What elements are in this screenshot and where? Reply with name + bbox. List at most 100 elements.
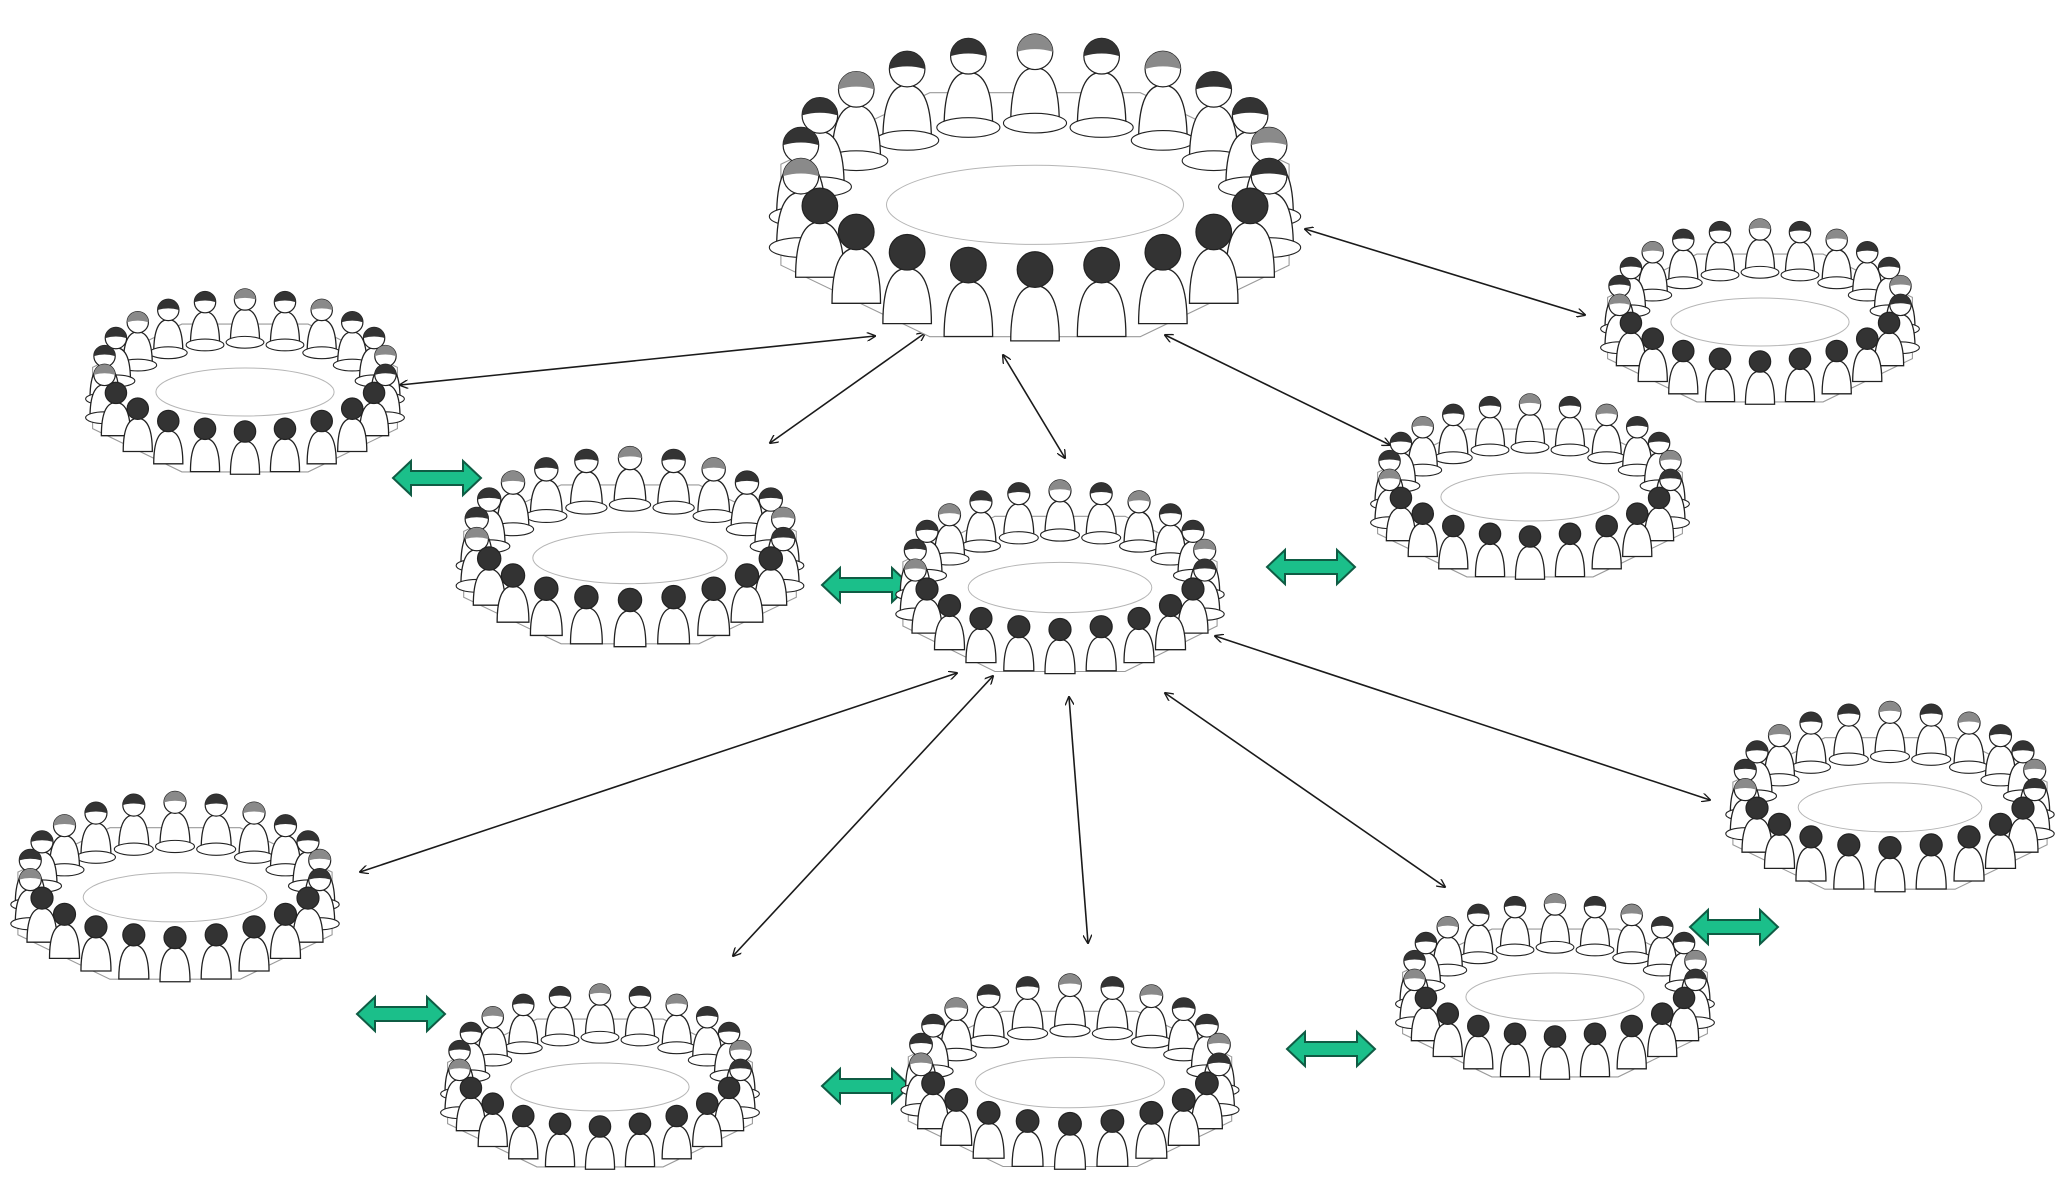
seated-person xyxy=(1500,1023,1529,1076)
seated-person xyxy=(123,398,152,451)
seated-person xyxy=(1475,523,1504,576)
seated-person xyxy=(609,446,650,511)
seated-person xyxy=(1834,834,1864,889)
arrow-center-to-bottom-left xyxy=(733,676,993,956)
seated-person xyxy=(1985,813,2015,868)
seated-person xyxy=(186,291,224,350)
seated-person xyxy=(478,1093,507,1146)
seated-person xyxy=(1136,1101,1167,1158)
seated-person xyxy=(571,585,603,643)
seated-person xyxy=(1471,396,1509,455)
arrow-center-to-left-lower xyxy=(360,673,957,872)
seated-person xyxy=(197,794,236,855)
seated-person xyxy=(1853,328,1882,381)
seated-person xyxy=(662,1105,691,1158)
seated-person xyxy=(1623,503,1652,556)
arrow-center-to-bottom-right xyxy=(1165,693,1445,887)
seated-person xyxy=(154,410,183,463)
group-circle-mid-right xyxy=(1371,394,1690,579)
seated-person xyxy=(585,1116,614,1169)
seated-person xyxy=(1741,219,1779,278)
seated-person xyxy=(1086,616,1116,671)
seated-person xyxy=(190,418,219,471)
green-double-arrow-bottom-right-to-right-lower xyxy=(1690,910,1778,944)
seated-person xyxy=(1189,214,1238,303)
seated-person xyxy=(1124,607,1154,662)
group-circle-mid-left xyxy=(456,446,804,646)
group-circle-center xyxy=(896,480,1224,674)
green-double-arrow-bottom-center-to-bottom-right xyxy=(1287,1032,1375,1066)
seated-person xyxy=(973,1101,1004,1158)
seated-person xyxy=(581,984,619,1043)
seated-person xyxy=(530,577,562,635)
seated-person xyxy=(999,483,1038,544)
seated-person xyxy=(1705,348,1734,401)
arrow-center-to-bottom-center xyxy=(1069,697,1088,943)
seated-person xyxy=(1070,38,1133,137)
seated-person xyxy=(941,1089,972,1146)
seated-person xyxy=(497,564,529,622)
seated-person xyxy=(1077,247,1126,336)
seated-person xyxy=(270,903,300,958)
seated-person xyxy=(1408,503,1437,556)
group-circle-bottom-center xyxy=(901,974,1239,1169)
seated-person xyxy=(1004,616,1034,671)
seated-person xyxy=(658,585,690,643)
seated-person xyxy=(1576,896,1614,955)
seated-person xyxy=(1745,351,1774,404)
arrow-top-to-mid-right xyxy=(1165,335,1390,445)
seated-person xyxy=(226,289,264,348)
seated-person xyxy=(1669,340,1698,393)
seated-person xyxy=(693,1093,722,1146)
group-circle-left-upper xyxy=(86,289,405,474)
seated-person xyxy=(1050,974,1090,1037)
seated-person xyxy=(625,1113,654,1166)
seated-person xyxy=(1916,834,1946,889)
seated-person xyxy=(1648,1003,1677,1056)
seated-person xyxy=(1875,837,1905,892)
seated-person xyxy=(1912,704,1951,765)
seated-person xyxy=(1082,483,1121,544)
arrow-top-to-left-upper xyxy=(400,336,875,385)
seated-person xyxy=(1822,340,1851,393)
seated-person xyxy=(307,410,336,463)
seated-person xyxy=(509,1105,538,1158)
seated-person xyxy=(114,794,153,855)
seated-person xyxy=(270,418,299,471)
seated-person xyxy=(1012,1110,1043,1167)
seated-person xyxy=(1871,701,1910,762)
seated-person xyxy=(1168,1089,1199,1146)
group-circle-bottom-right xyxy=(1396,894,1715,1079)
group-circle-right-upper xyxy=(1601,219,1920,404)
seated-person xyxy=(1139,234,1188,323)
seated-person xyxy=(1008,977,1048,1040)
green-double-arrow-left-upper-to-mid-left xyxy=(393,461,481,495)
seated-person xyxy=(832,214,881,303)
seated-person xyxy=(1041,480,1080,541)
seated-person xyxy=(239,916,269,971)
seated-person xyxy=(698,577,730,635)
seated-person xyxy=(1464,1015,1493,1068)
seated-person xyxy=(621,986,659,1045)
green-double-arrow-center-to-mid-right xyxy=(1267,550,1355,584)
seated-person xyxy=(1515,526,1544,579)
seated-person xyxy=(1011,252,1060,341)
green-double-arrow-left-lower-to-bottom-left xyxy=(357,997,445,1031)
seated-person xyxy=(1829,704,1868,765)
seated-person xyxy=(541,986,579,1045)
seated-person xyxy=(1496,896,1534,955)
seated-person xyxy=(1155,595,1185,650)
seated-person xyxy=(1785,348,1814,401)
seated-person xyxy=(1439,515,1468,568)
seated-person xyxy=(566,449,607,514)
seated-person xyxy=(653,449,694,514)
seated-person xyxy=(81,916,111,971)
seated-person xyxy=(1511,394,1549,453)
seated-person xyxy=(966,607,996,662)
seated-person xyxy=(1592,515,1621,568)
seated-person xyxy=(1055,1112,1086,1169)
seated-person xyxy=(935,595,965,650)
seated-person xyxy=(156,791,195,852)
seated-person xyxy=(937,38,1000,137)
